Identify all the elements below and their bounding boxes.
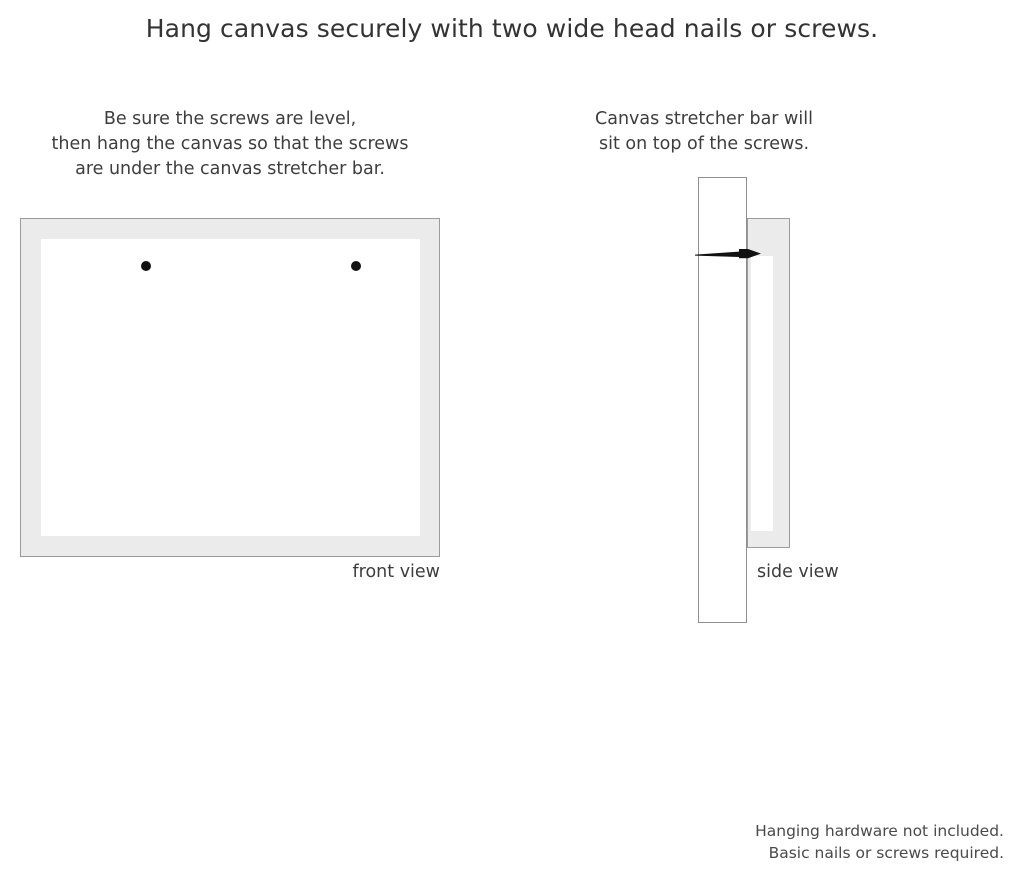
side-view-caption: Canvas stretcher bar will sit on top of … — [568, 107, 840, 157]
side-view-caption-line-1: Canvas stretcher bar will — [595, 109, 813, 129]
side-view-caption-line-2: sit on top of the screws. — [598, 134, 810, 154]
front-view-label: front view — [352, 562, 441, 582]
front-view-caption-line-2: then hang the canvas so that the screws — [51, 134, 409, 154]
canvas-side-view-diagram — [640, 160, 900, 640]
front-view-caption-line-3: are under the canvas stretcher bar. — [75, 159, 385, 179]
wall-cross-section — [698, 177, 747, 623]
side-view-label: side view — [757, 562, 839, 582]
front-view-caption-line-1: Be sure the screws are level, — [103, 109, 357, 129]
footer-note-line-1: Hanging hardware not included. — [755, 822, 1004, 840]
canvas-front-view-frame — [20, 218, 440, 557]
front-view-caption: Be sure the screws are level, then hang … — [20, 107, 440, 182]
screw-head-right-icon — [351, 261, 361, 271]
screw-side-profile-icon — [695, 243, 765, 263]
canvas-front-face — [41, 239, 420, 536]
screw-head-left-icon — [141, 261, 151, 271]
footer-note-line-2: Basic nails or screws required. — [768, 844, 1004, 862]
canvas-side-profile — [747, 218, 790, 548]
stretcher-bar-edge — [751, 256, 773, 531]
page-title: Hang canvas securely with two wide head … — [145, 14, 879, 43]
footer-note: Hanging hardware not included. Basic nai… — [484, 820, 1004, 864]
